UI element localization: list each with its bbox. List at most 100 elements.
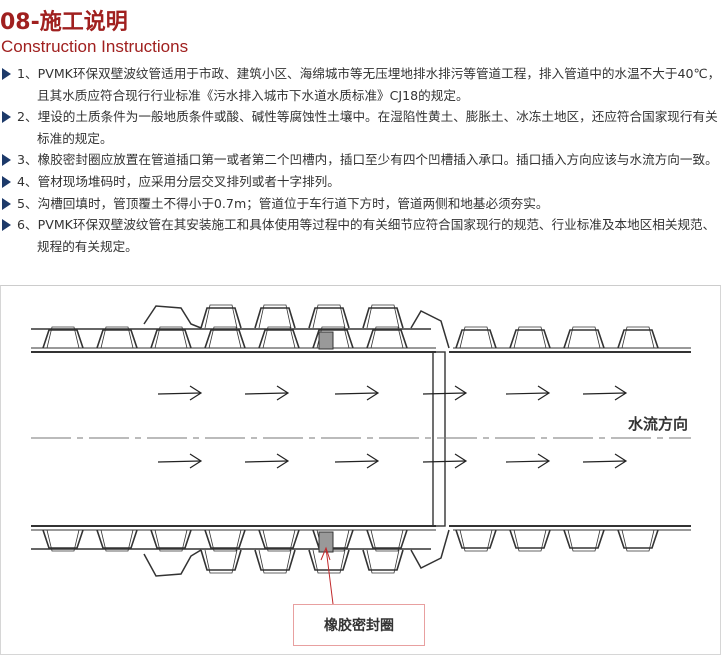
instruction-text: 1、PVMK环保双壁波纹管适用于市政、建筑小区、海绵城市等无压埋地排水排污等管道… [17,66,721,103]
corrugation [563,529,605,549]
corrugation [459,326,493,349]
corrugation [100,326,134,349]
corrugation [370,529,404,552]
socket-corrugation [254,549,296,571]
socket-corrugation [362,307,404,329]
flow-arrow-icon [189,385,203,401]
flow-arrow-icon [334,392,378,395]
bullet-triangle-icon [2,197,11,210]
corrugation [204,529,246,549]
corrugation [621,326,655,349]
corrugation [42,329,84,349]
instruction-text: 5、沟槽回填时，管顶覆土不得小于0.7m；管道位于车行道下方时，管道两侧和地基必… [17,195,549,211]
socket-corrugation [258,304,292,329]
socket-corrugation [312,304,346,329]
instruction-text: 6、PVMK环保双壁波纹管在其安装施工和具体使用等过程中的有关细节应符合国家现行… [17,217,716,254]
socket-corrugation [204,304,238,329]
list-item: 3、橡胶密封圈应放置在管道插口第一或者第二个凹槽内，插口至少有四个凹槽插入承口。… [0,149,721,171]
corrugation [154,326,188,349]
corrugation [46,529,80,552]
corrugation [455,529,497,549]
rubber-seal-label: 橡胶密封圈 [293,604,425,646]
flow-arrow-icon [505,392,549,395]
flow-arrow-icon [366,385,380,401]
flow-arrow-icon [244,460,288,463]
rubber-seal-ring [318,331,334,350]
corrugation [509,329,551,349]
bullet-triangle-icon [2,175,11,188]
flow-arrow-icon [614,385,628,401]
seal-leader-line [325,547,334,605]
bullet-triangle-icon [2,68,11,80]
socket-corrugation [200,307,242,329]
corrugation [208,529,242,552]
corrugation [513,326,547,349]
socket-corrugation [258,549,292,574]
list-item: 2、埋设的土质条件为一般地质条件或酸、碱性等腐蚀性土壤中。在湿陷性黄土、膨胀土、… [0,106,721,149]
corrugation [621,529,655,552]
instruction-text: 3、橡胶密封圈应放置在管道插口第一或者第二个凹槽内，插口至少有四个凹槽插入承口。… [17,152,718,168]
corrugation [567,326,601,349]
list-item: 1、PVMK环保双壁波纹管适用于市政、建筑小区、海绵城市等无压埋地排水排污等管道… [0,63,721,106]
corrugation [262,326,296,349]
flow-arrow-icon [614,453,628,469]
list-item: 4、管材现场堆码时，应采用分层交叉排列或者十字排列。 [0,171,721,193]
corrugation [96,329,138,349]
socket-corrugation [362,549,404,571]
rubber-seal-label-text: 橡胶密封圈 [324,618,394,634]
socket-corrugation [200,549,242,571]
corrugation [46,326,80,349]
socket-corrugation [366,549,400,574]
flow-arrow-icon [276,385,290,401]
corrugation [258,329,300,349]
instruction-text: 2、埋设的土质条件为一般地质条件或酸、碱性等腐蚀性土壤中。在湿陷性黄土、膨胀土、… [17,109,718,146]
socket-end [143,305,202,329]
socket-corrugation [366,304,400,329]
flow-arrow-icon [582,392,626,395]
corrugation [150,329,192,349]
bullet-triangle-icon [2,111,11,124]
socket-bell [410,529,450,569]
corrugation [208,326,242,349]
corrugation [617,329,659,349]
corrugation [154,529,188,552]
corrugation [509,529,551,549]
flow-arrow-icon [422,392,466,395]
flow-arrow-icon [276,453,290,469]
flow-arrow-icon [189,453,203,469]
flow-arrow-icon [454,453,468,469]
spigot-end [432,351,446,527]
page-title: 08-施工说明 [0,10,128,35]
corrugation [567,529,601,552]
pipe-joint-diagram: 水流方向 橡胶密封圈 [0,285,721,655]
flow-arrow-icon [505,460,549,463]
instruction-list: 1、PVMK环保双壁波纹管适用于市政、建筑小区、海绵城市等无压埋地排水排污等管道… [0,63,721,257]
corrugation [366,529,408,549]
corrugation [42,529,84,549]
flow-arrow-icon [366,453,380,469]
socket-bell [410,310,450,349]
corrugation [204,329,246,349]
corrugation [370,326,404,349]
corrugation [563,329,605,349]
corrugation [258,529,300,549]
flow-arrow-icon [157,392,201,395]
flow-arrow-icon [537,453,551,469]
corrugation [366,329,408,349]
flow-arrow-icon [537,385,551,401]
flow-arrow-icon [157,460,201,463]
corrugation [150,529,192,549]
flow-direction-label: 水流方向 [628,415,689,433]
corrugation [312,329,354,349]
socket-end [143,549,202,577]
list-item: 5、沟槽回填时，管顶覆土不得小于0.7m；管道位于车行道下方时，管道两侧和地基必… [0,193,721,215]
corrugation [100,529,134,552]
seal-leader-arrowhead [320,546,331,561]
flow-arrow-icon [334,460,378,463]
corrugation [262,529,296,552]
socket-corrugation [254,307,296,329]
bullet-triangle-icon [2,219,11,232]
socket-corrugation [204,549,238,574]
page-subtitle: Construction Instructions [1,37,189,56]
flow-arrow-icon [422,460,466,463]
